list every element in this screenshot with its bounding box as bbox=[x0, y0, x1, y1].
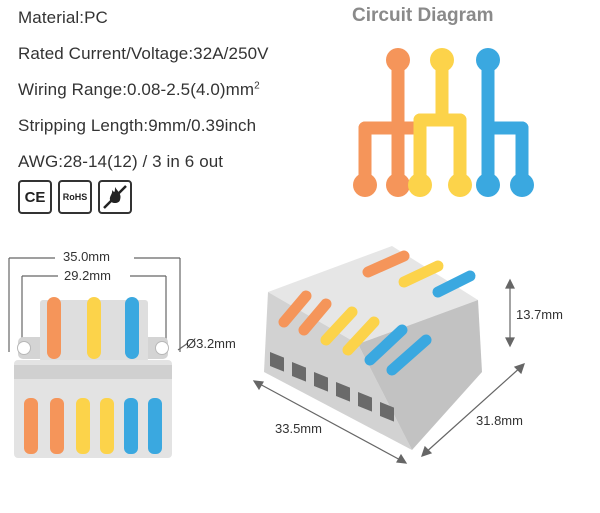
front-lever-orange-top bbox=[47, 297, 61, 359]
circuit-blue-output-node bbox=[476, 173, 500, 197]
front-mounting-hole-left bbox=[17, 341, 31, 355]
rohs-icon: RoHS bbox=[58, 180, 92, 214]
flame-retardant-icon bbox=[98, 180, 132, 214]
circuit-diagram-title: Circuit Diagram bbox=[352, 5, 494, 26]
spec-stripping-length: Stripping Length:9mm/0.39inch bbox=[18, 116, 257, 135]
iso-front-levers bbox=[278, 290, 432, 376]
front-lever-yellow-top bbox=[87, 297, 101, 359]
circuit-orange-output-node bbox=[353, 173, 377, 197]
spec-rated-current-voltage: Rated Current/Voltage:32A/250V bbox=[18, 44, 269, 63]
circuit-blue-input-node bbox=[476, 48, 500, 72]
circuit-blue-output-node bbox=[510, 173, 534, 197]
front-lever-orange bbox=[50, 398, 64, 454]
dim-width-outer: 35.0mm bbox=[63, 249, 110, 264]
spec-wiring-range-text: Wiring Range:0.08-2.5(4.0)mm bbox=[18, 80, 255, 99]
spec-material: Material:PC bbox=[18, 8, 108, 27]
spec-wiring-range: Wiring Range:0.08-2.5(4.0)mm2 bbox=[18, 80, 260, 100]
front-lever-blue bbox=[124, 398, 138, 454]
front-lever-blue bbox=[148, 398, 162, 454]
dim-width-inner: 29.2mm bbox=[64, 268, 111, 283]
dim-length: 33.5mm bbox=[275, 421, 322, 436]
front-lever-blue-top bbox=[125, 297, 139, 359]
circuit-orange-output-node bbox=[386, 173, 410, 197]
dim-height: 13.7mm bbox=[516, 307, 563, 322]
circuit-yellow-input-node bbox=[430, 48, 454, 72]
front-lever-orange bbox=[24, 398, 38, 454]
iso-back-levers bbox=[362, 250, 476, 298]
iso-wire-holes bbox=[270, 352, 394, 422]
certification-icons: CE RoHS bbox=[18, 180, 132, 214]
ce-mark-icon: CE bbox=[18, 180, 52, 214]
circuit-orange-input-node bbox=[386, 48, 410, 72]
spec-awg: AWG:28-14(12) / 3 in 6 out bbox=[18, 152, 224, 171]
circuit-yellow-output-node bbox=[408, 173, 432, 197]
dim-depth: 31.8mm bbox=[476, 413, 523, 428]
front-housing-band bbox=[14, 365, 172, 379]
spec-wiring-range-exponent: 2 bbox=[254, 80, 260, 92]
front-lever-yellow bbox=[76, 398, 90, 454]
front-mounting-hole-right bbox=[155, 341, 169, 355]
iso-dimension-arrows bbox=[252, 278, 525, 464]
front-lever-yellow bbox=[100, 398, 114, 454]
dim-hole-diameter: Ø3.2mm bbox=[186, 336, 236, 351]
circuit-yellow-output-node bbox=[448, 173, 472, 197]
